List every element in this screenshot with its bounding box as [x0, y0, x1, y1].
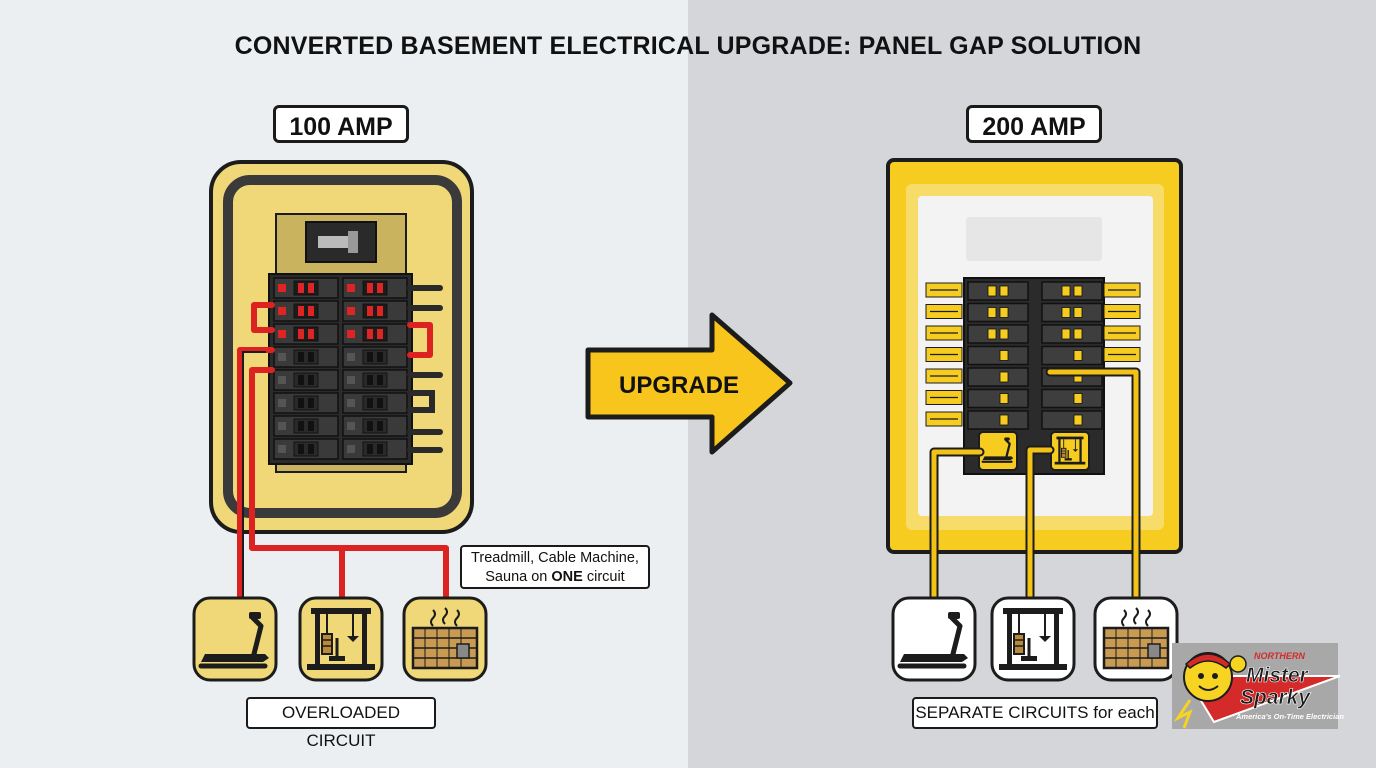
- breaker: [342, 300, 408, 322]
- breaker: [967, 345, 1029, 366]
- callout-line-1: Treadmill, Cable Machine,: [471, 550, 639, 566]
- breaker: [342, 277, 408, 299]
- logo-tagline: America's On-Time Electrician: [1235, 712, 1344, 721]
- breaker: [273, 346, 339, 368]
- breaker: [967, 281, 1029, 301]
- breaker: [342, 369, 408, 391]
- logo-mister: Mister: [1246, 664, 1310, 687]
- breaker: [273, 300, 339, 322]
- upgrade-label: UPGRADE: [619, 372, 739, 399]
- after-panel-label-slot: [966, 217, 1102, 261]
- after-panel-cable-breaker: [1050, 431, 1090, 471]
- breaker: [1041, 410, 1103, 430]
- breaker: [273, 438, 339, 460]
- after-wires: [929, 367, 1141, 605]
- before-wire-outline: [242, 351, 266, 600]
- after-panel-label: 200 AMP: [966, 105, 1102, 143]
- before-breakers: [273, 277, 408, 460]
- breaker: [1041, 302, 1103, 323]
- before-callout: Treadmill, Cable Machine, Sauna on ONE c…: [460, 545, 650, 589]
- breaker: [342, 438, 408, 460]
- breaker: [967, 324, 1029, 344]
- page-title: CONVERTED BASEMENT ELECTRICAL UPGRADE: P…: [234, 32, 1142, 60]
- before-wires: [237, 302, 449, 603]
- breaker: [1041, 345, 1103, 366]
- logo-northern: NORTHERN: [1254, 651, 1305, 661]
- before-sauna: [402, 596, 488, 682]
- before-cable-machine: [298, 596, 384, 682]
- breaker: [273, 392, 339, 414]
- breaker: [967, 388, 1029, 409]
- breaker: [1041, 281, 1103, 301]
- breaker: [273, 415, 339, 437]
- breaker: [273, 323, 339, 345]
- breaker: [967, 410, 1029, 430]
- after-breakers: [967, 281, 1103, 430]
- after-treadmill: [891, 596, 977, 682]
- after-panel-treadmill-breaker: [978, 431, 1018, 471]
- after-sauna: [1093, 596, 1179, 682]
- mister-sparky-logo: NORTHERN Mister Sparky America's On-Time…: [1172, 643, 1344, 729]
- breaker: [342, 415, 408, 437]
- breaker: [342, 323, 408, 345]
- breaker: [1041, 388, 1103, 409]
- breaker: [273, 277, 339, 299]
- breaker: [1041, 324, 1103, 344]
- breaker: [342, 392, 408, 414]
- breaker: [967, 367, 1029, 387]
- before-bottom-label: OVERLOADED CIRCUIT: [246, 697, 436, 750]
- upgrade-arrow: UPGRADE: [585, 312, 793, 455]
- breaker: [967, 302, 1029, 323]
- callout-line-2: Sauna on ONE circuit: [485, 569, 625, 585]
- breaker: [273, 369, 339, 391]
- logo-sparky: Sparky: [1240, 686, 1311, 709]
- breaker: [342, 346, 408, 368]
- before-treadmill: [192, 596, 278, 682]
- before-panel-label: 100 AMP: [273, 105, 409, 143]
- after-cable-machine: [990, 596, 1076, 682]
- after-circuit-tags: [925, 282, 1141, 427]
- before-black-wires: [407, 285, 443, 453]
- after-bottom-label: SEPARATE CIRCUITS for each: [912, 697, 1158, 729]
